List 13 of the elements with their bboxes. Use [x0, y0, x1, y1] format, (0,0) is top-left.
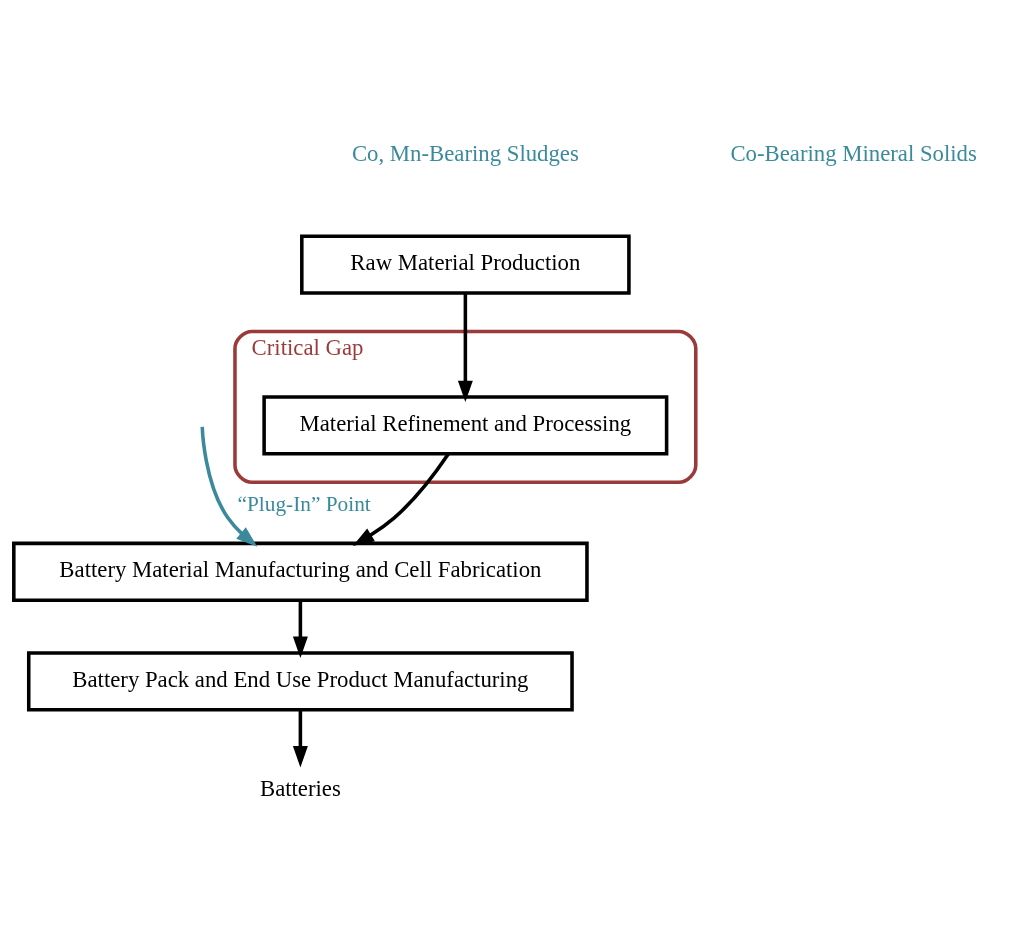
- arrow: [200, 426, 258, 547]
- arrow: [292, 709, 308, 767]
- arrow: [352, 452, 450, 546]
- edge-label: “Plug-In” Point: [237, 491, 371, 516]
- label: Co, Mn-Bearing Sludges: [351, 140, 579, 166]
- node-text: Batteries: [259, 775, 341, 801]
- label: Co-Bearing Mineral Solids: [730, 140, 977, 166]
- node-box: Battery Pack and End Use Product Manufacturing: [26, 650, 574, 712]
- node-box: Battery Material Manufacturing and Cell Fabrication: [12, 541, 589, 602]
- node-box: Material Refinement and Processing: [262, 394, 669, 456]
- arrow: [292, 600, 308, 658]
- arrow: [457, 292, 473, 402]
- node-box: Raw Material Production: [300, 233, 631, 295]
